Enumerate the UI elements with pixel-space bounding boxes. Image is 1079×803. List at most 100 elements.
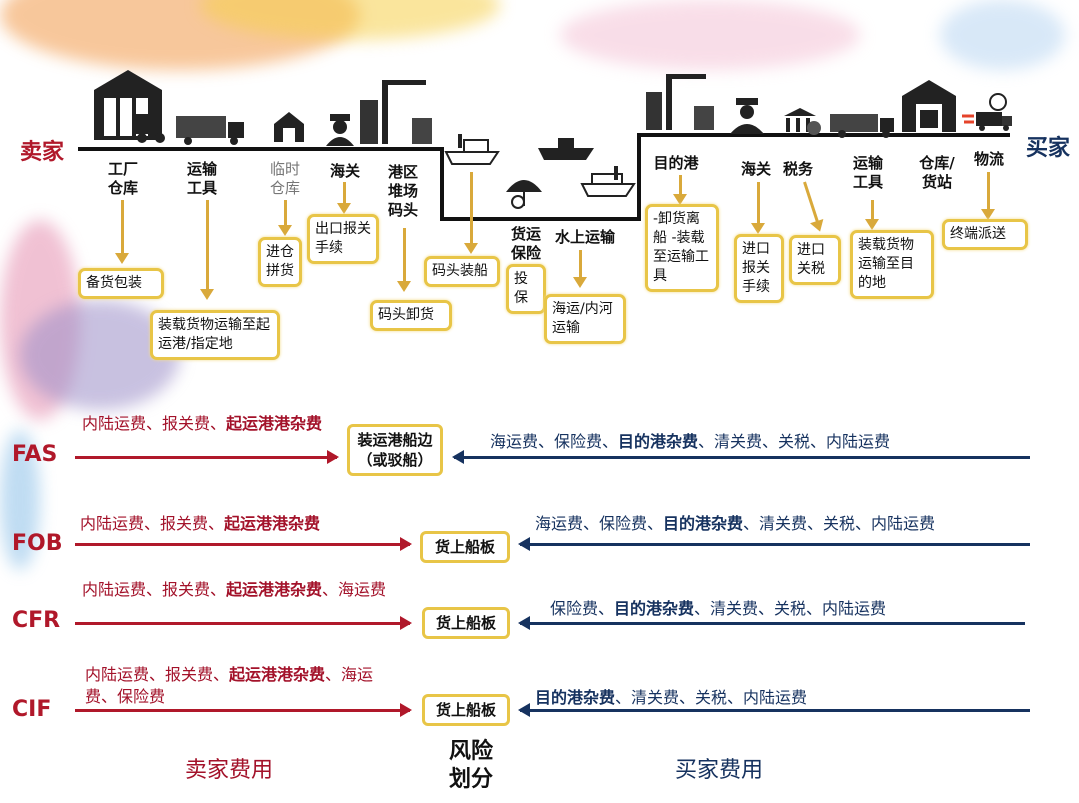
- insurance-umbrella-icon: [506, 180, 542, 209]
- cost-text: 内陆运费、报关费、: [82, 580, 227, 599]
- cost-text: 、清关费、关税、内陆运费: [743, 514, 936, 533]
- port-crane-icon: [360, 80, 432, 144]
- cost-text-bold: 起运港港杂费: [226, 414, 323, 433]
- step-temp-warehouse-label: 临时仓库: [269, 160, 300, 197]
- cost-text-bold: 起运港港杂费: [224, 514, 321, 533]
- step-transport-dest-box: 装载货物运输至目的地: [850, 230, 934, 299]
- cost-text-bold: 目的港杂费: [618, 432, 699, 451]
- step-export-clearance-box: 出口报关手续: [307, 214, 379, 264]
- cif-risk-point: 货上船板: [422, 694, 510, 726]
- step-yard-unload-box: 码头卸货: [370, 300, 452, 331]
- step-transport-box: 装载货物运输至起运港/指定地: [150, 310, 280, 360]
- step-consolidate-box: 进仓拼货: [258, 237, 302, 287]
- background-splash: [560, 0, 860, 70]
- buyer-arrow: [518, 537, 1030, 551]
- step-customs-label: 海关: [329, 162, 360, 180]
- warehouse-icon: [274, 112, 304, 142]
- delivery-truck-clock-icon: [962, 93, 1012, 131]
- cost-text-bold: 目的港杂费: [663, 514, 744, 533]
- seller-arrow: [75, 537, 412, 551]
- tax-bank-icon: [784, 108, 821, 135]
- background-splash: [0, 430, 40, 570]
- step-destination-port-label: 目的港: [653, 154, 699, 172]
- factory-warehouse-icon: [94, 70, 165, 143]
- timeline-sea: [440, 217, 640, 221]
- step-customs-import-label: 海关: [740, 160, 771, 178]
- cost-text-bold: 起运港港杂费: [229, 665, 326, 684]
- term-fob: FOB: [12, 531, 63, 556]
- cost-text: 保险费、: [550, 599, 615, 618]
- step-import-clearance-box: 进口报关手续: [734, 234, 784, 303]
- step-tax-label: 税务: [782, 160, 813, 178]
- cost-text: 海运费、保险费、: [490, 432, 619, 451]
- step-import-tax-box: 进口关税: [789, 235, 841, 285]
- cost-text-bold: 目的港杂费: [614, 599, 695, 618]
- buyer-arrow: [518, 703, 1030, 717]
- seller-cost-label: 卖家费用: [185, 758, 274, 783]
- buyer-arrow: [518, 616, 1025, 630]
- cif-seller-costs: 内陆运费、报关费、起运港港杂费、海运费、保险费: [85, 664, 375, 708]
- cfr-seller-costs: 内陆运费、报关费、起运港港杂费、海运费: [82, 579, 387, 601]
- step-unload-box: -卸货离船 -装载至运输工具: [645, 204, 719, 292]
- cost-text: 海运费、保险费、: [535, 514, 664, 533]
- cost-text: 内陆运费、报关费、: [80, 514, 225, 533]
- cost-text-bold: 起运港港杂费: [226, 580, 323, 599]
- customs-officer-icon: [730, 98, 764, 134]
- truck-icon: [176, 116, 244, 145]
- step-dock-loading-box: 码头装船: [424, 256, 500, 287]
- arrow-icon: [673, 175, 687, 205]
- arrow-icon: [337, 182, 351, 214]
- cif-buyer-costs: 目的港杂费、清关费、关税、内陆运费: [535, 687, 1015, 709]
- cost-text: 内陆运费、报关费、: [82, 414, 227, 433]
- fas-buyer-costs: 海运费、保险费、目的港杂费、清关费、关税、内陆运费: [490, 431, 1030, 453]
- step-transport-dest-label: 运输工具: [852, 154, 883, 191]
- customs-officer-icon: [326, 114, 354, 146]
- ship-icon: [580, 166, 636, 197]
- warehouse-icon: [902, 80, 956, 132]
- fas-risk-point: 装运港船边（或驳船）: [347, 424, 443, 476]
- buyer-arrow: [452, 450, 1030, 464]
- seller-arrow: [75, 450, 339, 464]
- term-cif: CIF: [12, 697, 52, 722]
- buyer-label: 买家: [1026, 136, 1071, 161]
- step-factory-label: 工厂仓库: [107, 160, 138, 197]
- fob-seller-costs: 内陆运费、报关费、起运港港杂费: [80, 513, 400, 535]
- cfr-risk-point: 货上船板: [422, 607, 510, 639]
- fob-risk-point: 货上船板: [420, 531, 510, 563]
- cost-text-bold: 目的港杂费: [535, 688, 616, 707]
- arrow-icon: [803, 181, 821, 229]
- timeline-seller-land: [78, 147, 443, 151]
- seller-arrow: [75, 616, 412, 630]
- arrow-icon: [397, 228, 411, 292]
- cost-text: 、清关费、关税、内陆运费: [698, 432, 891, 451]
- arrow-icon: [981, 172, 995, 220]
- cost-text: 、海运费、保险费: [85, 665, 374, 706]
- step-insurance-label: 货运保险: [510, 225, 541, 262]
- cost-text: 、清关费、关税、内陆运费: [615, 688, 808, 707]
- step-transport-label: 运输工具: [186, 160, 217, 197]
- fob-buyer-costs: 海运费、保险费、目的港杂费、清关费、关税、内陆运费: [535, 513, 1030, 535]
- step-packing-box: 备货包装: [78, 268, 164, 299]
- step-insure-box: 投保: [506, 264, 546, 314]
- arrow-icon: [464, 172, 478, 254]
- destination-port-crane-icon: [646, 74, 714, 130]
- term-cfr: CFR: [12, 608, 61, 633]
- fas-seller-costs: 内陆运费、报关费、起运港港杂费: [82, 413, 344, 435]
- arrow-icon: [200, 200, 214, 300]
- truck-icon: [830, 114, 894, 138]
- timeline-step: [637, 133, 641, 221]
- ship-at-dock-icon: [444, 134, 500, 165]
- arrow-icon: [573, 250, 587, 288]
- arrow-icon: [278, 200, 292, 236]
- step-port-yard-label: 港区堆场码头: [387, 163, 418, 219]
- seller-label: 卖家: [20, 140, 65, 165]
- term-fas: FAS: [12, 442, 58, 467]
- timeline-buyer-land: [637, 133, 1010, 137]
- background-splash: [940, 0, 1065, 70]
- seller-arrow: [75, 703, 412, 717]
- risk-division-label: 风险划分: [448, 739, 493, 792]
- step-last-mile-box: 终端派送: [942, 219, 1028, 250]
- cost-text: 内陆运费、报关费、: [85, 665, 230, 684]
- cfr-buyer-costs: 保险费、目的港杂费、清关费、关税、内陆运费: [550, 598, 1030, 620]
- step-warehouse-label: 仓库/货站: [919, 154, 955, 191]
